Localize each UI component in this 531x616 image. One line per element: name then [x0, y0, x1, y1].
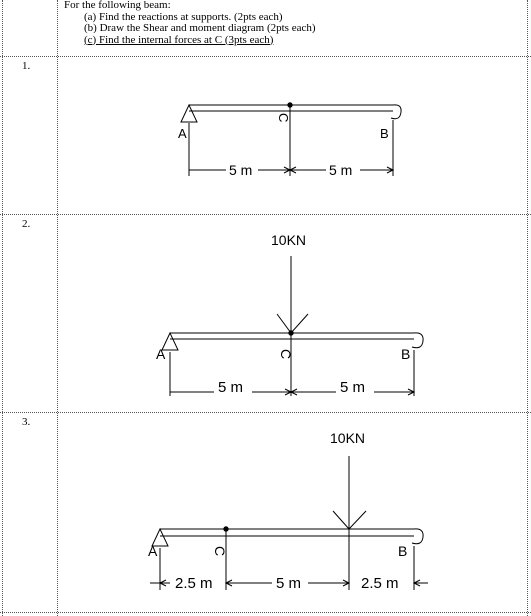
instructions: For the following beam: (a) Find the rea…	[64, 0, 316, 46]
dim-label-1a: 5 m	[229, 162, 252, 178]
problem-number-2: 2.	[22, 218, 31, 230]
label-b-1: B	[380, 126, 389, 141]
dim-arrow-1c	[386, 166, 395, 174]
dim-arrow-3a	[158, 579, 167, 587]
load-label-2: 10KN	[271, 232, 306, 248]
row-divider-2	[0, 214, 531, 215]
roller-support-b-2	[411, 332, 424, 349]
beam-diagram-2: 10KN A C B 5 m 5 m	[156, 232, 424, 396]
beam-diagram-3: 10KN A C B 2.5 m 5 m 2.5 m	[148, 430, 428, 592]
label-c-2: C	[278, 349, 294, 359]
label-c-3: C	[212, 546, 228, 556]
dim-label-2b: 5 m	[340, 379, 365, 396]
load-label-3: 10KN	[330, 430, 365, 446]
dim-arrow-3b	[224, 579, 233, 587]
table-bottom-border	[0, 612, 531, 613]
dim-arrow-2c	[407, 388, 416, 396]
label-a-3: A	[148, 543, 158, 559]
beam-diagram-1: A C B 5 m 5 m	[178, 102, 402, 178]
dim-label-3c: 2.5 m	[361, 575, 399, 592]
instructions-intro: For the following beam:	[64, 0, 171, 11]
load-arrowhead-2	[276, 313, 309, 334]
instruction-item-c: (c) Find the internal forces at C (3pts …	[84, 33, 274, 46]
dim-label-2a: 5 m	[218, 379, 243, 396]
label-b-3: B	[398, 543, 407, 559]
dim-arrow-1b	[288, 166, 297, 174]
dim-arrow-2b	[289, 388, 298, 396]
problem-number-3: 3.	[22, 416, 31, 428]
row-divider-3	[0, 412, 531, 413]
row-divider-1	[0, 56, 531, 57]
pin-support-a-2	[161, 331, 179, 351]
table-left-border	[2, 0, 3, 616]
table-column-divider	[57, 0, 58, 616]
label-c-1: C	[276, 113, 291, 122]
table-right-border	[527, 0, 528, 616]
problem-number-1: 1.	[22, 60, 31, 72]
dim-arrow-3d	[412, 579, 421, 587]
pin-support-a-1	[180, 103, 198, 123]
label-b-2: B	[401, 346, 410, 362]
roller-support-b-1	[390, 104, 402, 120]
dim-label-3b: 5 m	[276, 575, 301, 592]
dim-label-3a: 2.5 m	[175, 575, 213, 592]
label-a-2: A	[156, 346, 166, 362]
dim-arrow-3c	[342, 579, 351, 587]
label-a-1: A	[178, 126, 187, 141]
instruction-item-b: (b) Draw the Shear and moment diagram (2…	[84, 22, 316, 34]
pin-support-a-3	[151, 527, 169, 547]
dim-label-1b: 5 m	[329, 162, 352, 178]
roller-support-b-3	[411, 528, 424, 545]
instruction-item-a: (a) Find the reactions at supports. (2pt…	[84, 10, 283, 23]
